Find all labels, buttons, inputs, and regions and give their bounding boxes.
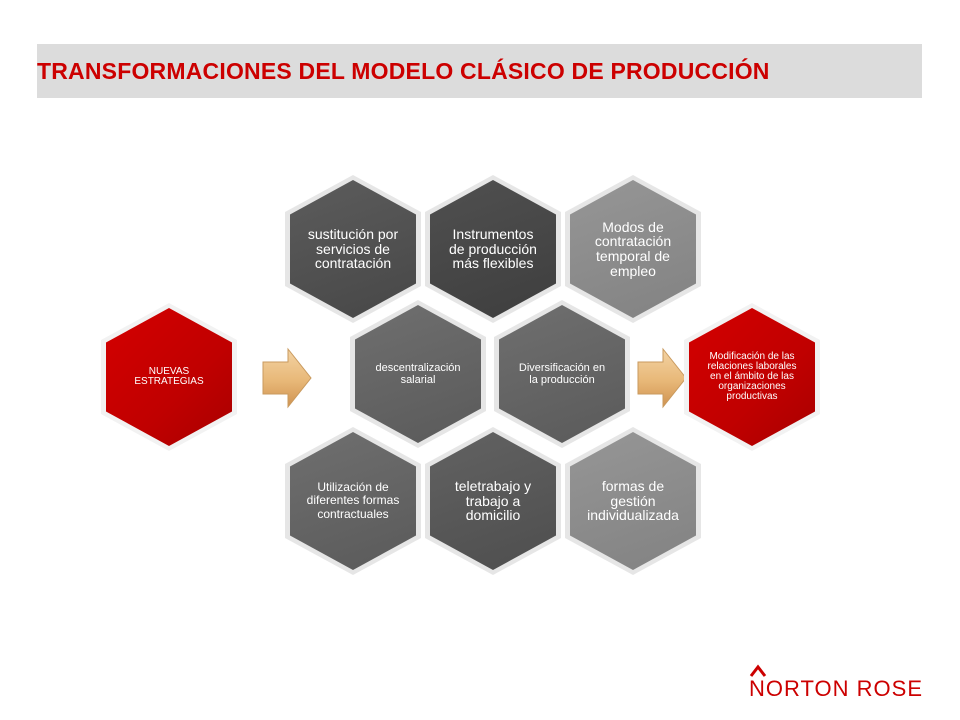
- hex-sustitucion: sustitución por servicios de contratació…: [285, 175, 421, 323]
- logo-text: NORTON ROSE: [749, 676, 923, 701]
- hex-label: Instrumentos de producción más flexibles: [449, 225, 537, 272]
- hex-label: descentralización salarial: [375, 361, 461, 386]
- arrow-right-icon: [637, 347, 687, 409]
- hex-formas-gestion: formas de gestión individualizada: [565, 427, 701, 575]
- hex-label: Modos de contratación temporal de empleo: [594, 218, 672, 279]
- hex-descentralizacion: descentralización salarial: [350, 300, 486, 448]
- hex-label: Modificación de las relaciones laborales…: [707, 351, 797, 402]
- slide-title: TRANSFORMACIONES DEL MODELO CLÁSICO DE P…: [37, 58, 770, 84]
- hex-label: teletrabajo y trabajo a domicilio: [454, 477, 532, 524]
- hex-label: Diversificación en la producción: [518, 361, 606, 386]
- chevron-up-icon: [749, 664, 767, 677]
- hex-instrumentos: Instrumentos de producción más flexibles: [425, 175, 561, 323]
- hex-modificacion-relaciones: Modificación de las relaciones laborales…: [684, 303, 820, 451]
- hex-label: sustitución por servicios de contratació…: [307, 225, 399, 272]
- hex-teletrabajo: teletrabajo y trabajo a domicilio: [425, 427, 561, 575]
- norton-rose-logo: NORTON ROSE: [745, 664, 925, 704]
- hex-nuevas-estrategias: NUEVAS ESTRATEGIAS: [101, 303, 237, 451]
- hex-label: NUEVAS ESTRATEGIAS: [134, 366, 204, 387]
- hex-modos-contratacion: Modos de contratación temporal de empleo: [565, 175, 701, 323]
- arrow-right-icon: [262, 347, 312, 409]
- title-bar: TRANSFORMACIONES DEL MODELO CLÁSICO DE P…: [37, 44, 922, 98]
- hex-utilizacion-formas: Utilización de diferentes formas contrac…: [285, 427, 421, 575]
- hex-diversificacion: Diversificación en la producción: [494, 300, 630, 448]
- hex-label: Utilización de diferentes formas contrac…: [306, 480, 400, 521]
- hex-label: formas de gestión individualizada: [587, 477, 679, 524]
